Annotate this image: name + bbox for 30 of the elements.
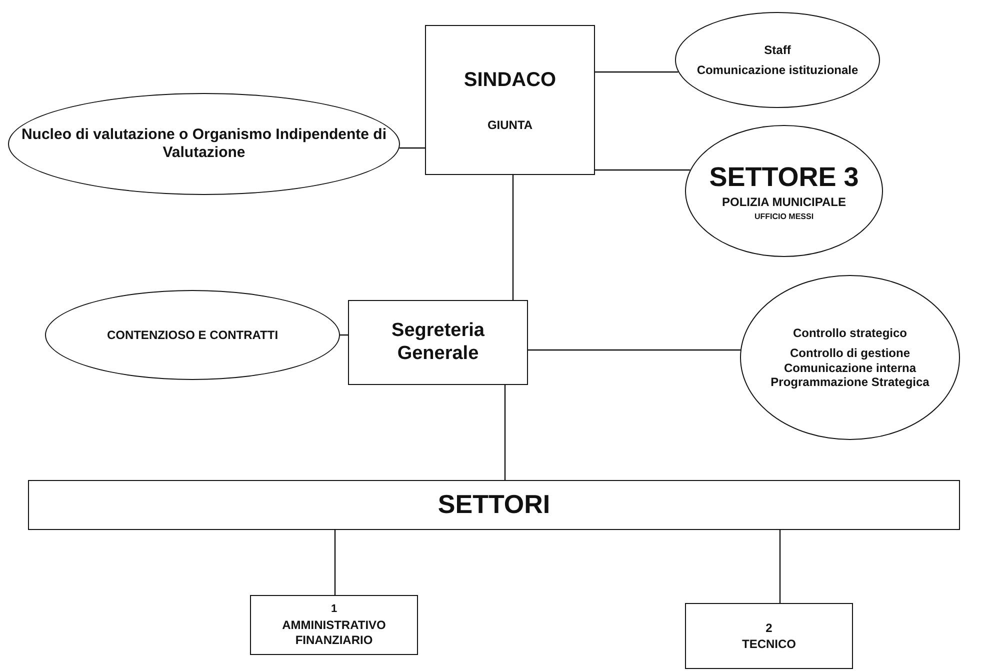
node-label: SINDACO bbox=[464, 68, 556, 92]
node-label: Controllo di gestione Comunicazione interna Programmazione Strategica bbox=[770, 346, 930, 390]
node-label: AMMINISTRATIVO FINANZIARIO bbox=[281, 618, 387, 647]
org-box bbox=[348, 300, 528, 385]
node-label: Nucleo di valutazione o Organismo Indipendente di Valutazione bbox=[20, 126, 388, 162]
org-box bbox=[250, 595, 418, 655]
connector-line bbox=[528, 349, 740, 351]
node-label: Staff bbox=[764, 42, 791, 57]
node-label: 2 bbox=[766, 620, 772, 635]
node-label: CONTENZIOSO E CONTRATTI bbox=[106, 328, 278, 342]
connector-line bbox=[399, 147, 425, 149]
band-box bbox=[28, 480, 960, 530]
node-label: Segreteria Generale bbox=[390, 320, 486, 366]
connector-line bbox=[512, 175, 514, 300]
connector-line bbox=[504, 385, 506, 480]
node-label: Controllo strategico bbox=[792, 326, 907, 340]
node-label: Comunicazione istituzionale bbox=[696, 63, 858, 78]
node-label: POLIZIA MUNICIPALE bbox=[722, 195, 846, 210]
connector-line bbox=[595, 71, 678, 73]
connector-line bbox=[334, 530, 336, 595]
connector-line bbox=[779, 530, 781, 603]
node-label: TECNICO bbox=[742, 637, 796, 652]
org-box bbox=[425, 25, 595, 175]
node-label: GIUNTA bbox=[487, 118, 533, 132]
node-label: SETTORE 3 bbox=[709, 160, 859, 194]
node-label: 1 bbox=[330, 603, 338, 616]
node-label: UFFICIO MESSI bbox=[754, 212, 814, 222]
org-box bbox=[685, 603, 853, 669]
node-label: SETTORI bbox=[438, 489, 550, 521]
connector-line bbox=[595, 169, 690, 171]
